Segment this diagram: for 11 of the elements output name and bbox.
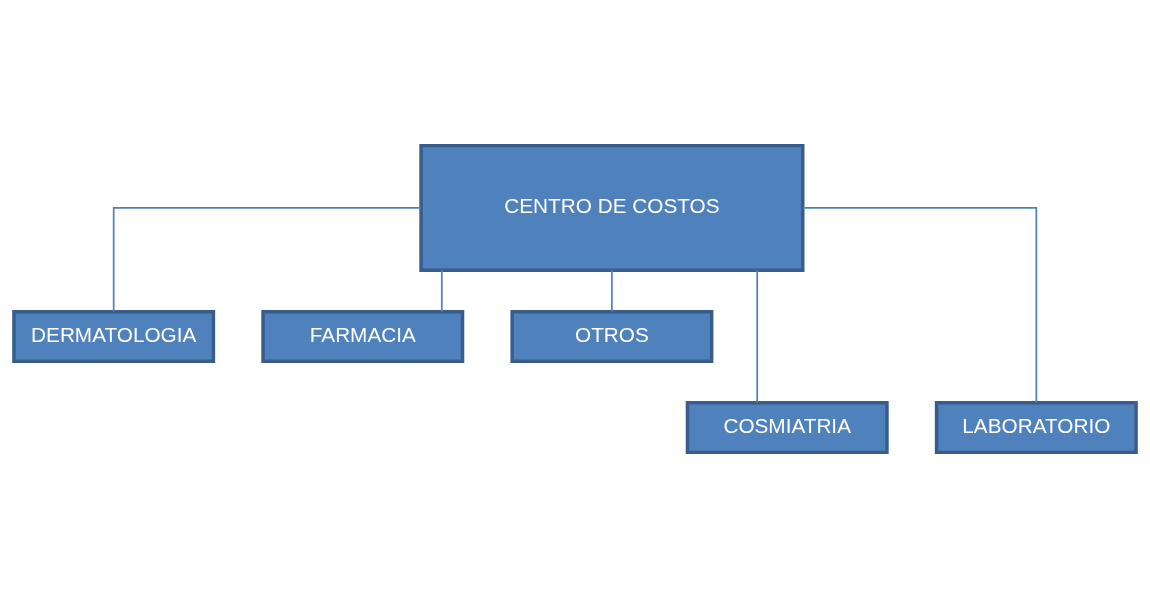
connector [802, 207, 1038, 404]
node-box: CENTRO DE COSTOS [419, 143, 805, 272]
connector [611, 269, 613, 313]
node-box: COSMIATRIA [685, 401, 889, 455]
connector [112, 207, 422, 313]
connector [440, 269, 443, 313]
node-box: DERMATOLOGIA [12, 309, 216, 363]
node-box: LABORATORIO [934, 401, 1138, 455]
connector [756, 269, 759, 404]
node-box: OTROS [510, 309, 714, 363]
node-box: FARMACIA [261, 309, 465, 363]
